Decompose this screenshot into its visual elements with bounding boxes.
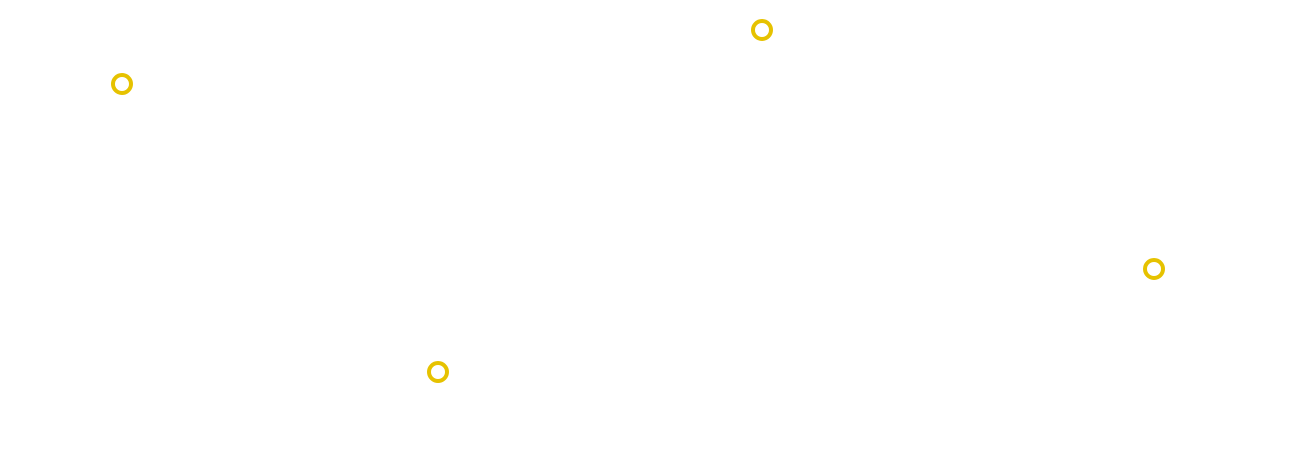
ring-marker-icon[interactable] — [427, 361, 449, 383]
ring-marker-icon[interactable] — [1143, 258, 1165, 280]
ring-marker-icon[interactable] — [751, 19, 773, 41]
ring-marker-icon[interactable] — [111, 73, 133, 95]
